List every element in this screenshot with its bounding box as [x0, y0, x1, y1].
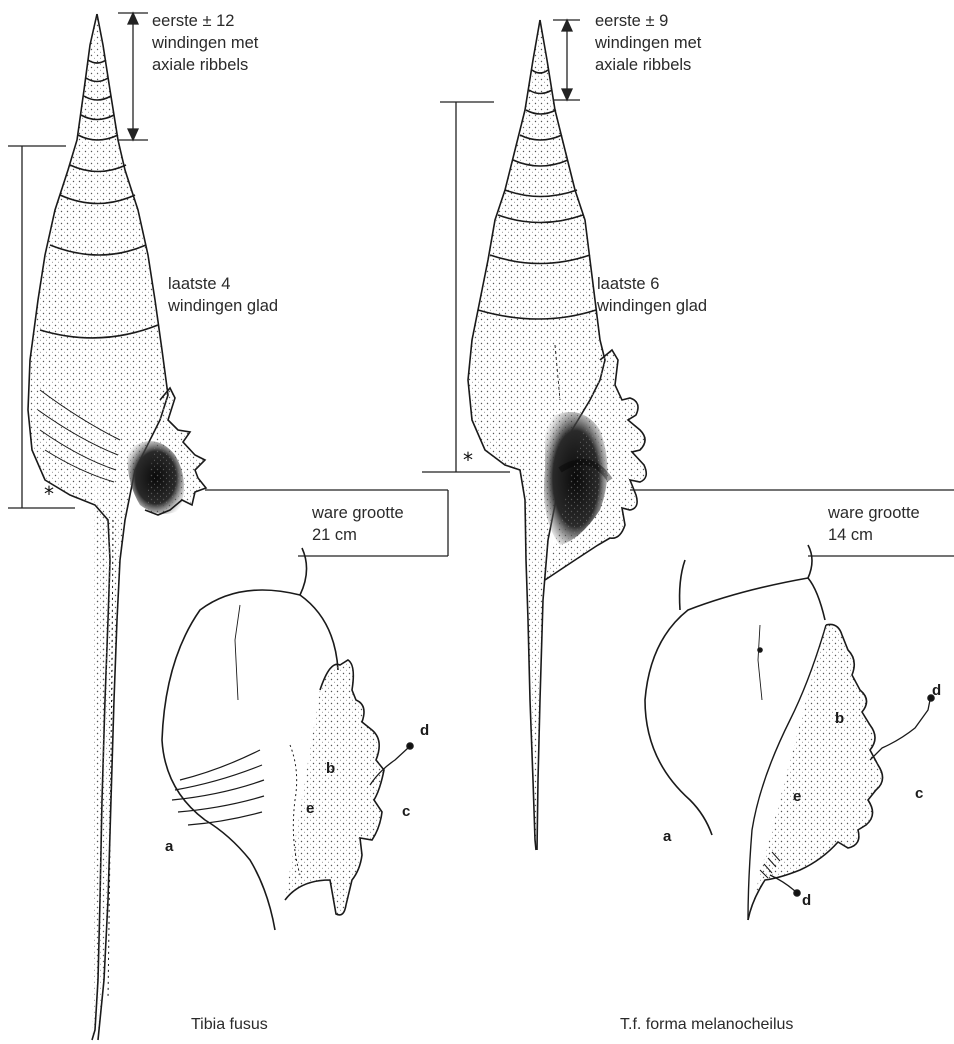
left-part-d: d — [420, 722, 429, 739]
left-top-label: eerste ± 12 windingen met axiale ribbels — [152, 10, 258, 76]
left-asterisk: * — [44, 482, 54, 506]
right-detail-drawing — [645, 545, 934, 920]
left-part-c: c — [402, 803, 410, 820]
right-caption: T.f. forma melanocheilus — [620, 1016, 793, 1034]
left-shell — [28, 14, 206, 1040]
left-part-e: e — [306, 800, 314, 817]
right-shell — [468, 20, 646, 850]
right-part-d-upper: d — [932, 682, 941, 699]
right-asterisk: * — [463, 448, 473, 472]
right-top-label: eerste ± 9 windingen met axiale ribbels — [595, 10, 701, 76]
right-part-a: a — [663, 828, 671, 845]
right-part-e: e — [793, 788, 801, 805]
left-size-label: ware grootte 21 cm — [312, 502, 404, 546]
left-caption: Tibia fusus — [191, 1016, 268, 1034]
right-part-c: c — [915, 785, 923, 802]
left-mid-label: laatste 4 windingen glad — [168, 273, 278, 317]
right-part-d-lower: d — [802, 892, 811, 909]
right-part-b: b — [835, 710, 844, 727]
right-mid-label: laatste 6 windingen glad — [597, 273, 707, 317]
left-part-a: a — [165, 838, 173, 855]
right-size-label: ware grootte 14 cm — [828, 502, 920, 546]
left-part-b: b — [326, 760, 335, 777]
left-detail-drawing — [162, 548, 413, 930]
